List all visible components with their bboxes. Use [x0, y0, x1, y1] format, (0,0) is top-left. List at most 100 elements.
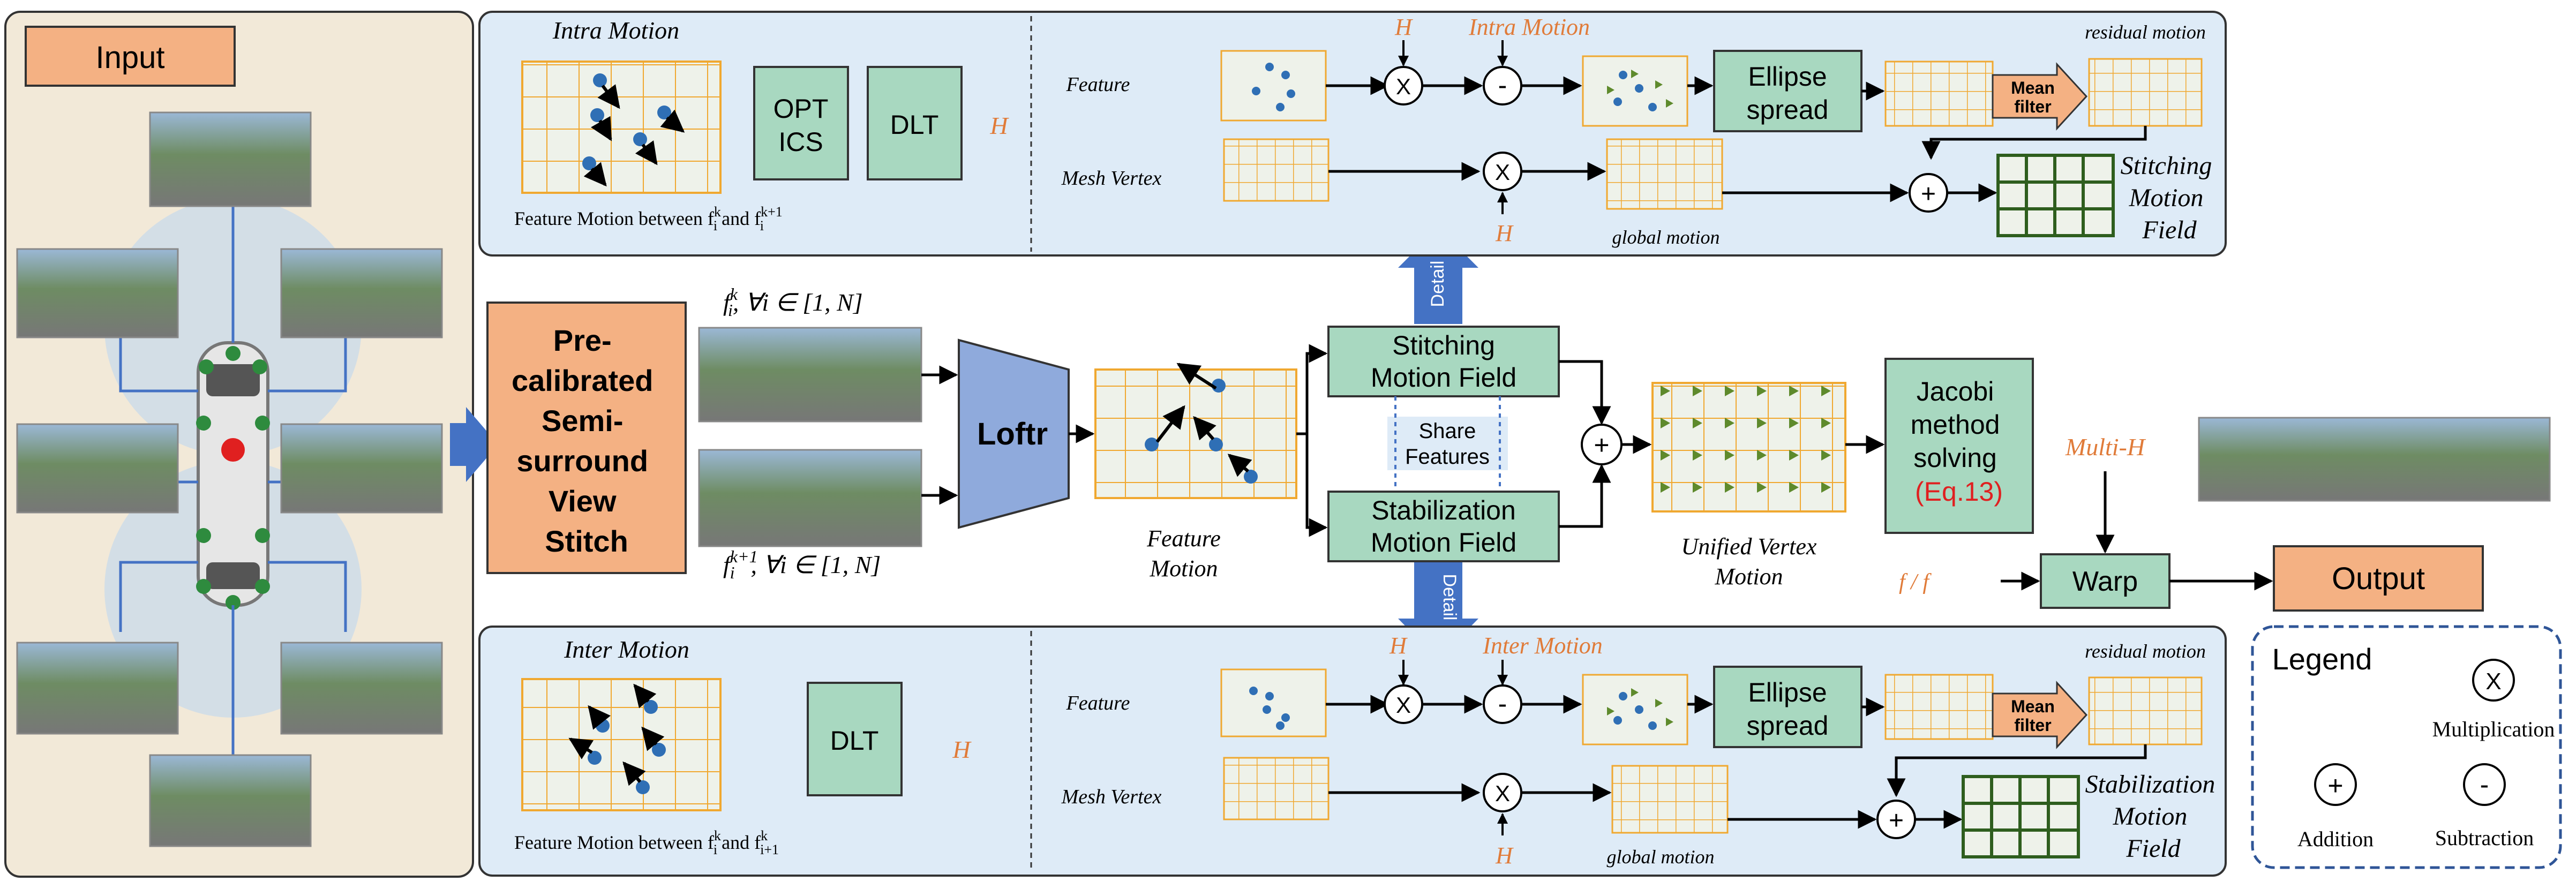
inter-residual-grid: [2088, 676, 2203, 745]
svg-text:fki, ∀i ∈ [1, N]: fki, ∀i ∈ [1, N]: [723, 284, 863, 320]
svg-text:Multiplication: Multiplication: [2432, 717, 2555, 741]
svg-text:H: H: [1495, 220, 1514, 246]
svg-text:Detail: Detail: [1439, 574, 1460, 621]
intra-multiply-node-bottom: X: [1483, 152, 1522, 191]
svg-text:H: H: [952, 736, 972, 763]
svg-text:global motion: global motion: [1606, 846, 1714, 868]
unified-vertex-grid: [1651, 382, 1846, 513]
svg-text:fk+1i, ∀i ∈ [1, N]: fk+1i, ∀i ∈ [1, N]: [723, 547, 881, 582]
svg-text:Output: Output: [2332, 561, 2425, 596]
inter-multiply-node-top: X: [1384, 684, 1423, 724]
svg-text:residual motion: residual motion: [2085, 21, 2206, 43]
intra-stitching-field-grid: [1996, 154, 2115, 237]
input-label: Input: [96, 40, 165, 75]
svg-text:+: +: [1594, 430, 1609, 460]
svg-text:Mesh Vertex: Mesh Vertex: [1061, 786, 1162, 808]
camera-image-left: [16, 423, 179, 514]
legend-subtraction-icon: -: [2463, 763, 2506, 806]
legend-multiplication-icon: X: [2472, 659, 2515, 702]
camera-image-front: [149, 111, 312, 207]
svg-text:Intra Motion: Intra Motion: [1468, 14, 1590, 40]
inter-feature-points: [1220, 668, 1327, 737]
svg-text:Inter Motion: Inter Motion: [564, 636, 689, 663]
inter-subtract-node: -: [1483, 684, 1522, 724]
svg-text:X: X: [1495, 160, 1510, 185]
addition-node-main: +: [1581, 424, 1623, 465]
svg-text:X: X: [1396, 74, 1411, 99]
camera-image-front-left: [16, 248, 179, 338]
svg-text:+: +: [1921, 180, 1936, 208]
svg-text:Feature: Feature: [1066, 73, 1130, 96]
svg-text:Stitching Motion F: Stitching Motion Field: [2121, 152, 2219, 244]
intra-residual-grid: [2088, 58, 2203, 127]
warp-input-label: f / f: [1899, 570, 1932, 594]
inter-feature-grid: [521, 678, 722, 811]
svg-text:+: +: [1889, 807, 1904, 835]
camera-image-rear-left: [16, 642, 179, 735]
intra-mesh-grid: [1223, 138, 1330, 202]
intra-feature-points: [1220, 50, 1327, 122]
panorama-image: [2198, 417, 2551, 502]
svg-text:H: H: [1495, 842, 1514, 869]
intra-spread-grid: [1884, 61, 1994, 127]
inter-mesh-grid: [1223, 757, 1330, 820]
inter-global-grid: [1611, 765, 1729, 834]
input-panel: Input: [4, 11, 474, 878]
svg-text:Loftr: Loftr: [977, 417, 1048, 451]
svg-text:-: -: [1498, 689, 1507, 719]
svg-text:Warp: Warp: [2072, 566, 2138, 597]
intra-dlt-box: DLT: [867, 66, 963, 180]
camera-image-front-right: [280, 248, 443, 338]
frame-top-image: [698, 327, 922, 423]
svg-text:Legend: Legend: [2272, 642, 2372, 676]
svg-text:global motion: global motion: [1612, 227, 1719, 248]
inter-stabilization-field-grid: [1962, 775, 2080, 858]
svg-text:Intra Motion: Intra Motion: [552, 17, 679, 44]
svg-text:X: X: [1495, 781, 1510, 806]
camera-image-rear-right: [280, 642, 443, 735]
svg-text:Pre- calibrated Se: Pre- calibrated Semi- surround View Stit…: [512, 323, 662, 558]
inter-addition-node: +: [1876, 800, 1916, 839]
svg-text:+: +: [2327, 771, 2343, 801]
svg-text:Feature: Feature: [1066, 692, 1130, 714]
output-box: Output: [2273, 545, 2484, 612]
svg-text:-: -: [1498, 70, 1507, 100]
svg-text:DLT: DLT: [890, 110, 939, 140]
svg-text:Mesh Vertex: Mesh Vertex: [1061, 167, 1162, 190]
svg-text:Stabilization Motion: Stabilization Motion Field: [2085, 770, 2222, 863]
intra-global-grid: [1606, 138, 1723, 210]
jacobi-solver-box: Jacobi method solving (Eq.13): [1884, 358, 2034, 534]
camera-image-right: [280, 423, 443, 514]
intra-subtract-node: -: [1483, 66, 1522, 106]
feature-motion-grid: [1094, 363, 1297, 499]
inter-dlt-box: DLT: [807, 682, 903, 796]
svg-text:H: H: [1394, 14, 1413, 40]
svg-text:Detail: Detail: [1428, 261, 1448, 307]
svg-text:Jacobi method solv: Jacobi method solving (Eq.13): [1911, 376, 2008, 507]
multi-h-label: Multi-H: [2065, 433, 2146, 461]
legend: Legend X Multiplication + Addition - Sub…: [2251, 625, 2562, 869]
svg-text:DLT: DLT: [830, 726, 879, 756]
